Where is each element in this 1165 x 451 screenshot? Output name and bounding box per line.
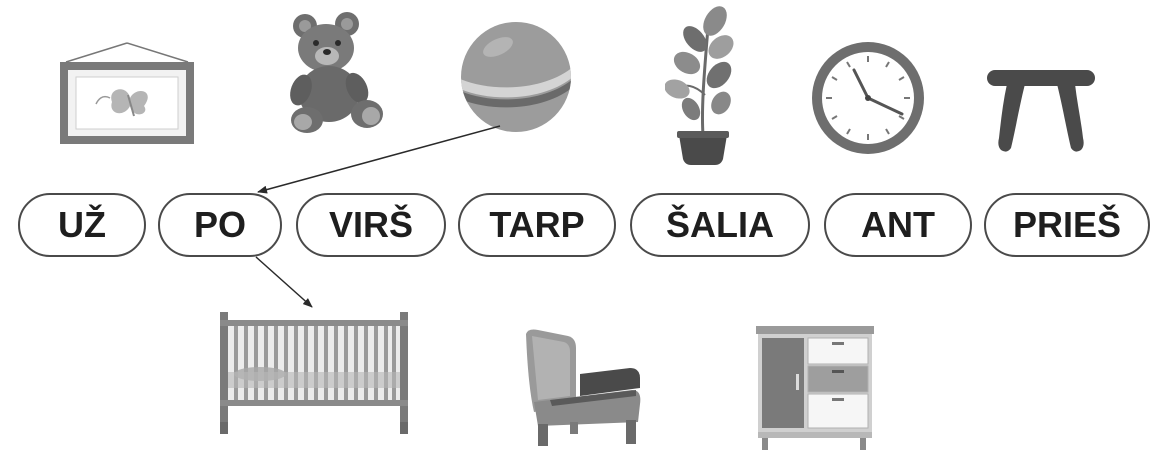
- arrow-po-to-crib: [256, 257, 312, 307]
- arrow-ball-to-po: [258, 126, 500, 192]
